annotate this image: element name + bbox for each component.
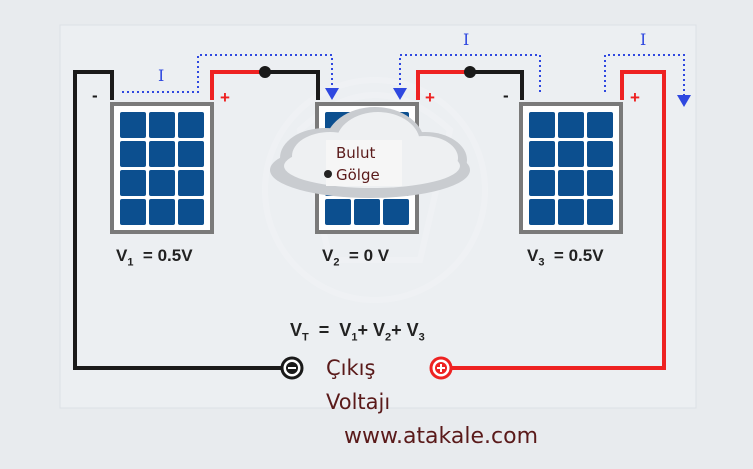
solar-cell [178,112,204,138]
arrow-down-icon [393,88,407,100]
solar-cell [149,199,175,225]
arrow-down-icon [677,95,691,107]
current-label: I [158,66,165,85]
solar-cell [529,170,555,196]
current-label: I [463,30,470,49]
output-label-line2: Voltajı [326,390,391,414]
negative-return-wire [73,70,283,370]
wires [73,70,666,370]
solar-cell [587,141,613,167]
cloud-icon [270,107,470,198]
solar-cell [120,112,146,138]
solar-cell [529,199,555,225]
negative-terminal [280,356,304,380]
output-label-line1: Çıkış [326,356,376,380]
solar-cell [529,112,555,138]
current-label: I [640,30,647,49]
solar-cell [178,170,204,196]
junction-dot-2 [464,66,476,78]
solar-cell [587,170,613,196]
junction-dot-1 [259,66,271,78]
solar-cell [529,141,555,167]
current-arrows [325,88,691,107]
minus-sign: - [503,86,509,105]
solar-panel-3 [519,102,623,234]
solar-cell [587,112,613,138]
plus-sign: + [630,88,640,107]
panel-1-voltage: V1 = 0.5V [116,246,193,269]
arrow-down-icon [325,88,339,100]
solar-cell [178,199,204,225]
solar-cell [149,170,175,196]
minus-sign: - [92,86,98,105]
solar-cell [587,199,613,225]
solar-cell [354,199,380,225]
solar-cell [325,199,351,225]
solar-cell [120,170,146,196]
solar-cell [120,199,146,225]
panel-3-voltage: V3 = 0.5V [527,246,604,269]
positive-terminal [429,356,453,380]
wire-panel1-panel2 [210,70,265,100]
solar-panel-1 [110,102,214,234]
website-url: www.atakale.com [344,424,539,449]
solar-cell [558,199,584,225]
solar-cell [178,141,204,167]
solar-cell [383,199,409,225]
plus-sign: + [220,88,230,107]
solar-cell [149,112,175,138]
positive-output-wire [452,70,666,370]
solar-cell [558,170,584,196]
solar-cell [149,141,175,167]
wire-panel2-panel3 [416,70,470,100]
cloud-label-line1: Bulut [336,144,376,162]
plus-sign: + [425,88,435,107]
solar-cell [558,141,584,167]
current-paths [122,54,685,97]
solar-cell [120,141,146,167]
panel-2-voltage: V2 = 0 V [322,246,390,269]
total-voltage-equation: VT = V1+ V2+ V3 [290,320,425,344]
cloud-label-line2: Gölge [336,166,380,184]
solar-cell [558,112,584,138]
